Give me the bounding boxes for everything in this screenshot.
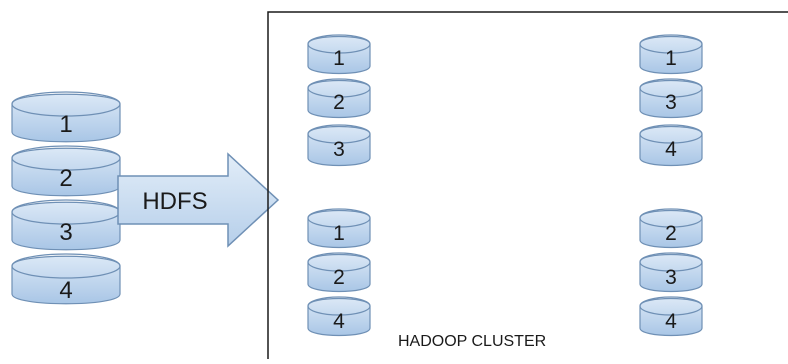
node-block-label: 1 [333, 47, 345, 70]
node-block-label: 3 [665, 91, 677, 114]
source-block-disk: 4 [11, 253, 121, 305]
node-block-label: 1 [665, 47, 677, 70]
cluster-node: 1 2 3 [307, 34, 371, 167]
node-block-label: 2 [333, 266, 345, 289]
node-block-label: 1 [333, 222, 345, 245]
source-block-label: 3 [59, 219, 72, 246]
cluster-border [267, 11, 788, 359]
hdfs-arrow-label: HDFS [142, 188, 207, 215]
source-block-label: 2 [59, 165, 72, 192]
cluster-label: HADOOP CLUSTER [398, 333, 546, 350]
node-block-label: 3 [665, 266, 677, 289]
node-block-label: 2 [333, 91, 345, 114]
source-file-stack: 1 2 3 4 [11, 91, 121, 305]
source-block-label: 1 [59, 111, 72, 138]
hadoop-cluster: 1 2 3 1 3 4 1 2 [267, 11, 788, 359]
hdfs-arrow: HDFS [117, 152, 280, 248]
source-block-disk: 3 [11, 199, 121, 251]
node-block-label: 2 [665, 222, 677, 245]
node-block-label: 3 [333, 138, 345, 161]
node-block-label: 4 [333, 310, 345, 333]
source-block-label: 4 [59, 277, 72, 304]
node-block-label: 4 [665, 138, 677, 161]
cluster-node: 1 3 4 [639, 34, 703, 167]
source-block-disk: 2 [11, 145, 121, 197]
cluster-node: 1 2 4 [307, 208, 371, 337]
cluster-node: 2 3 4 [639, 208, 703, 337]
source-block-disk: 1 [11, 91, 121, 143]
node-block-label: 4 [665, 310, 677, 333]
